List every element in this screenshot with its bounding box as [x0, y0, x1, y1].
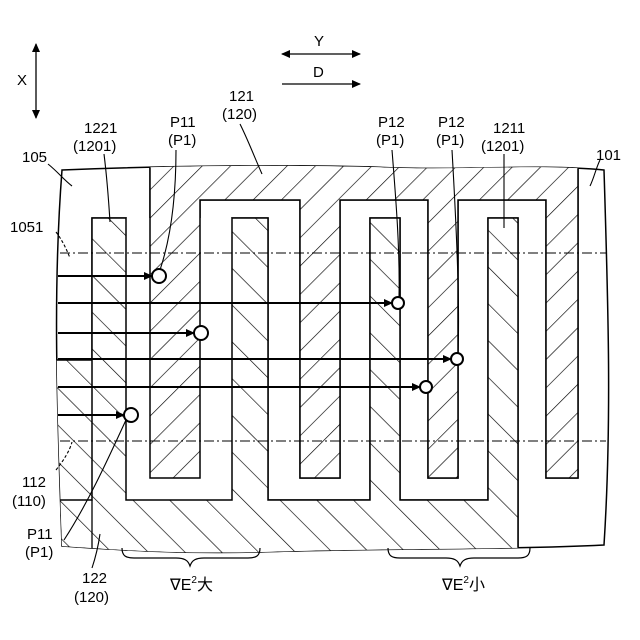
label-p11-top: P11: [170, 114, 196, 131]
label-1051: 1051: [10, 219, 43, 236]
label-1221: 1221: [84, 120, 117, 137]
label-101: 101: [596, 147, 621, 164]
label-121-sub: (120): [222, 106, 257, 123]
x-axis-label: X: [17, 72, 27, 89]
label-1211: 1211: [493, 120, 525, 137]
label-p12-a: P12: [378, 114, 405, 131]
gradient-label-small: ∇E2小: [441, 575, 485, 594]
label-112: 112: [22, 474, 46, 491]
label-1211-sub: (1201): [481, 138, 524, 155]
label-p11-top-sub: (P1): [168, 132, 196, 149]
label-121: 121: [229, 88, 254, 105]
label-p11-bottom-sub: (P1): [25, 544, 53, 561]
label-1221-sub: (1201): [73, 138, 116, 155]
brace-right: [388, 548, 530, 566]
label-122: 122: [82, 570, 107, 587]
point-p12-c: [420, 381, 432, 393]
point-p12-a: [392, 297, 404, 309]
point-p11-a: [152, 269, 166, 283]
gradient-label-large: ∇E2大: [169, 575, 213, 594]
label-p12-b: P12: [438, 114, 465, 131]
label-p12-a-sub: (P1): [376, 132, 404, 149]
y-axis-label: Y: [314, 33, 324, 50]
point-p12-b: [451, 353, 463, 365]
point-p11-c: [124, 408, 138, 422]
point-p11-b: [194, 326, 208, 340]
label-105: 105: [22, 149, 47, 166]
label-p11-bottom: P11: [27, 526, 53, 543]
label-122-sub: (120): [74, 589, 109, 606]
label-p12-b-sub: (P1): [436, 132, 464, 149]
d-direction-label: D: [313, 64, 324, 81]
label-112-sub: (110): [12, 493, 46, 510]
